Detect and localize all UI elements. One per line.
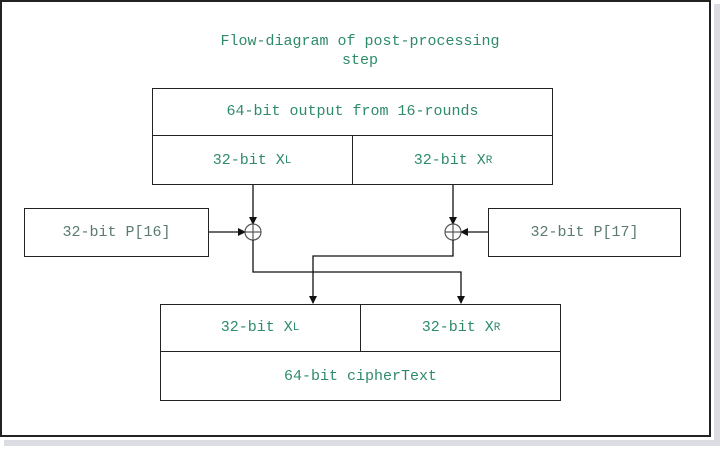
top-block-header: 64-bit output from 16-rounds (152, 88, 553, 136)
p16-box: 32-bit P[16] (24, 208, 209, 257)
bottom-block-ciphertext: 64-bit cipherText (283, 368, 438, 385)
arrow-xor-right-to-bottom-xl (309, 240, 454, 304)
frame-shadow-bottom (4, 440, 720, 446)
diagram-title: Flow-diagram of post-processing step (220, 33, 500, 69)
p17-box: 32-bit P[17] (488, 208, 681, 257)
frame-shadow-right (714, 4, 720, 444)
xor-left-icon (244, 223, 262, 241)
arrow-xor-left-to-bottom-xr (252, 240, 465, 304)
xor-right-icon (444, 223, 462, 241)
